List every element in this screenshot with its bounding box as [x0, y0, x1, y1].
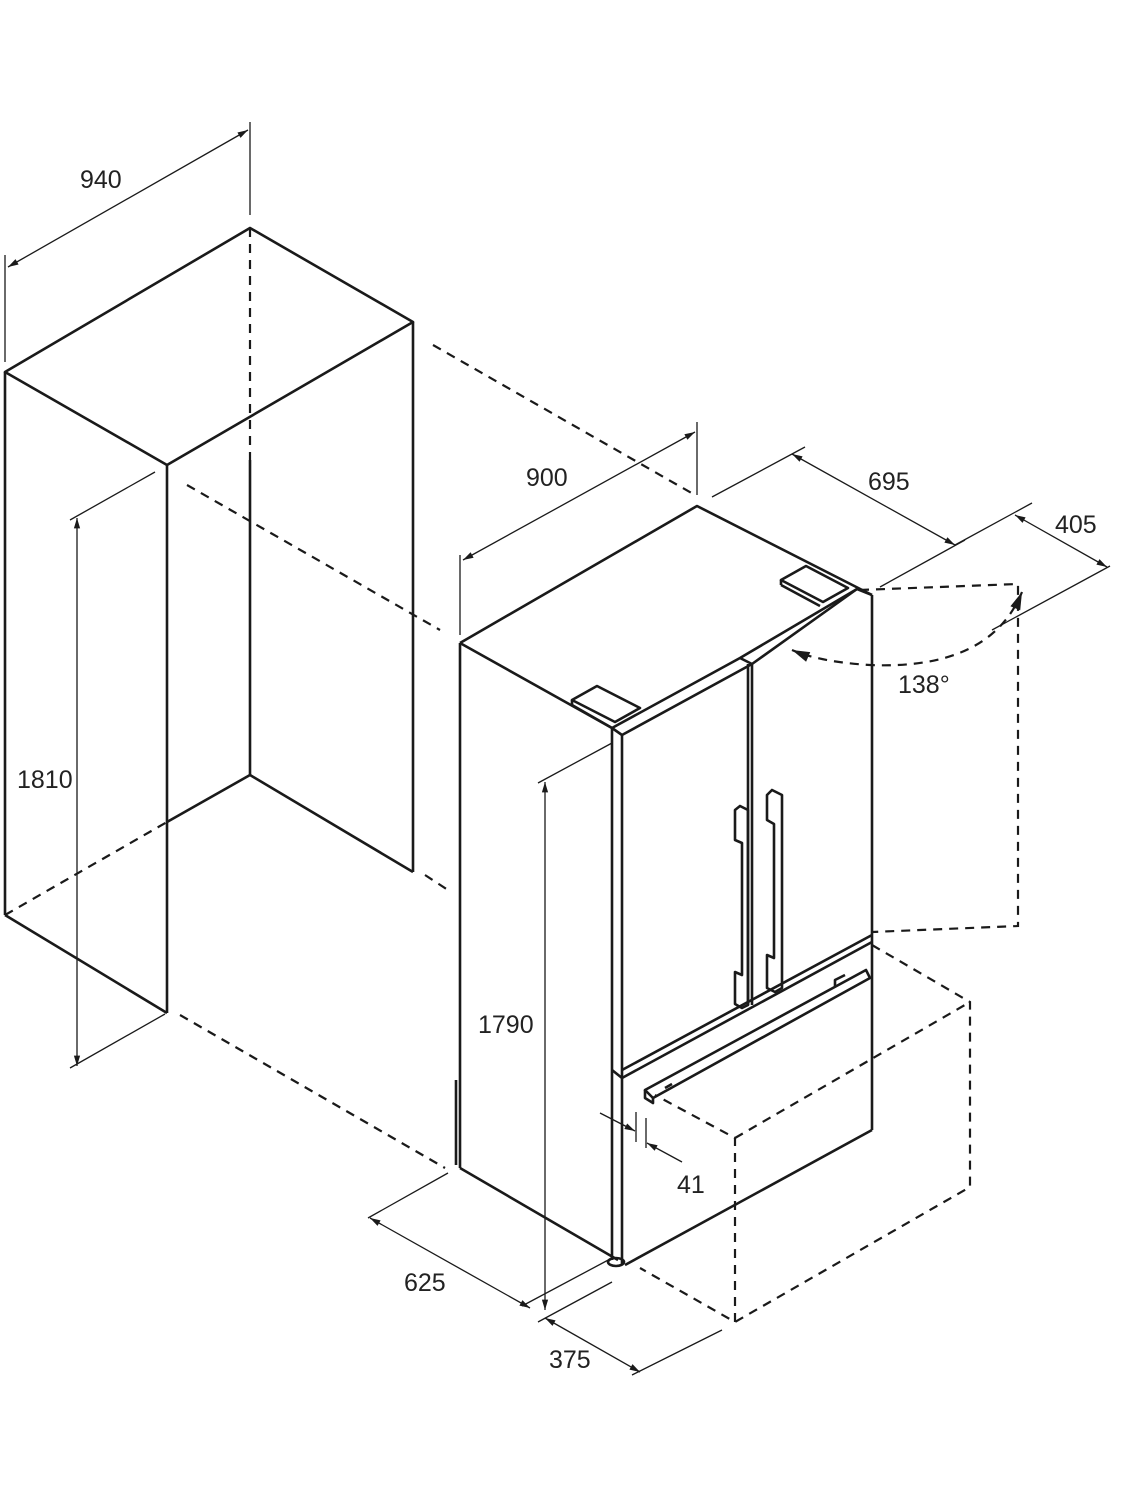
- dim-door-open-depth: [711, 446, 966, 588]
- label-gap: 41: [677, 1171, 705, 1199]
- dim-niche-width: [4, 122, 251, 362]
- dim-gap: [599, 1112, 683, 1163]
- dim-door-width-open: [954, 502, 1111, 631]
- dim-fridge-height: [537, 742, 613, 1310]
- projection-lines: [179, 344, 696, 1169]
- hinges: [570, 564, 850, 730]
- label-fridge-height: 1790: [478, 1011, 534, 1039]
- niche-outline: [3, 226, 415, 1015]
- drawer-open-outline: [639, 944, 972, 1324]
- dim-drawer-depth: [537, 1281, 723, 1376]
- label-fridge-depth: 625: [404, 1269, 446, 1297]
- label-niche-width: 940: [80, 166, 122, 194]
- fridge-outline: [454, 504, 874, 1268]
- label-drawer-depth: 375: [549, 1346, 591, 1374]
- label-door-angle: 138°: [898, 671, 950, 699]
- drawer-handle: [643, 968, 872, 1105]
- label-door-open-depth: 695: [868, 468, 910, 496]
- label-door-width-open: 405: [1055, 511, 1097, 539]
- label-niche-height: 1810: [17, 766, 73, 794]
- fridge-doors: [611, 587, 873, 1080]
- door-handles: [733, 788, 784, 1010]
- door-swing-outline: [791, 582, 1024, 934]
- dim-fridge-depth: [367, 1172, 613, 1309]
- dim-fridge-width: [459, 422, 698, 635]
- label-fridge-width: 900: [526, 464, 568, 492]
- dim-niche-height: [69, 471, 166, 1069]
